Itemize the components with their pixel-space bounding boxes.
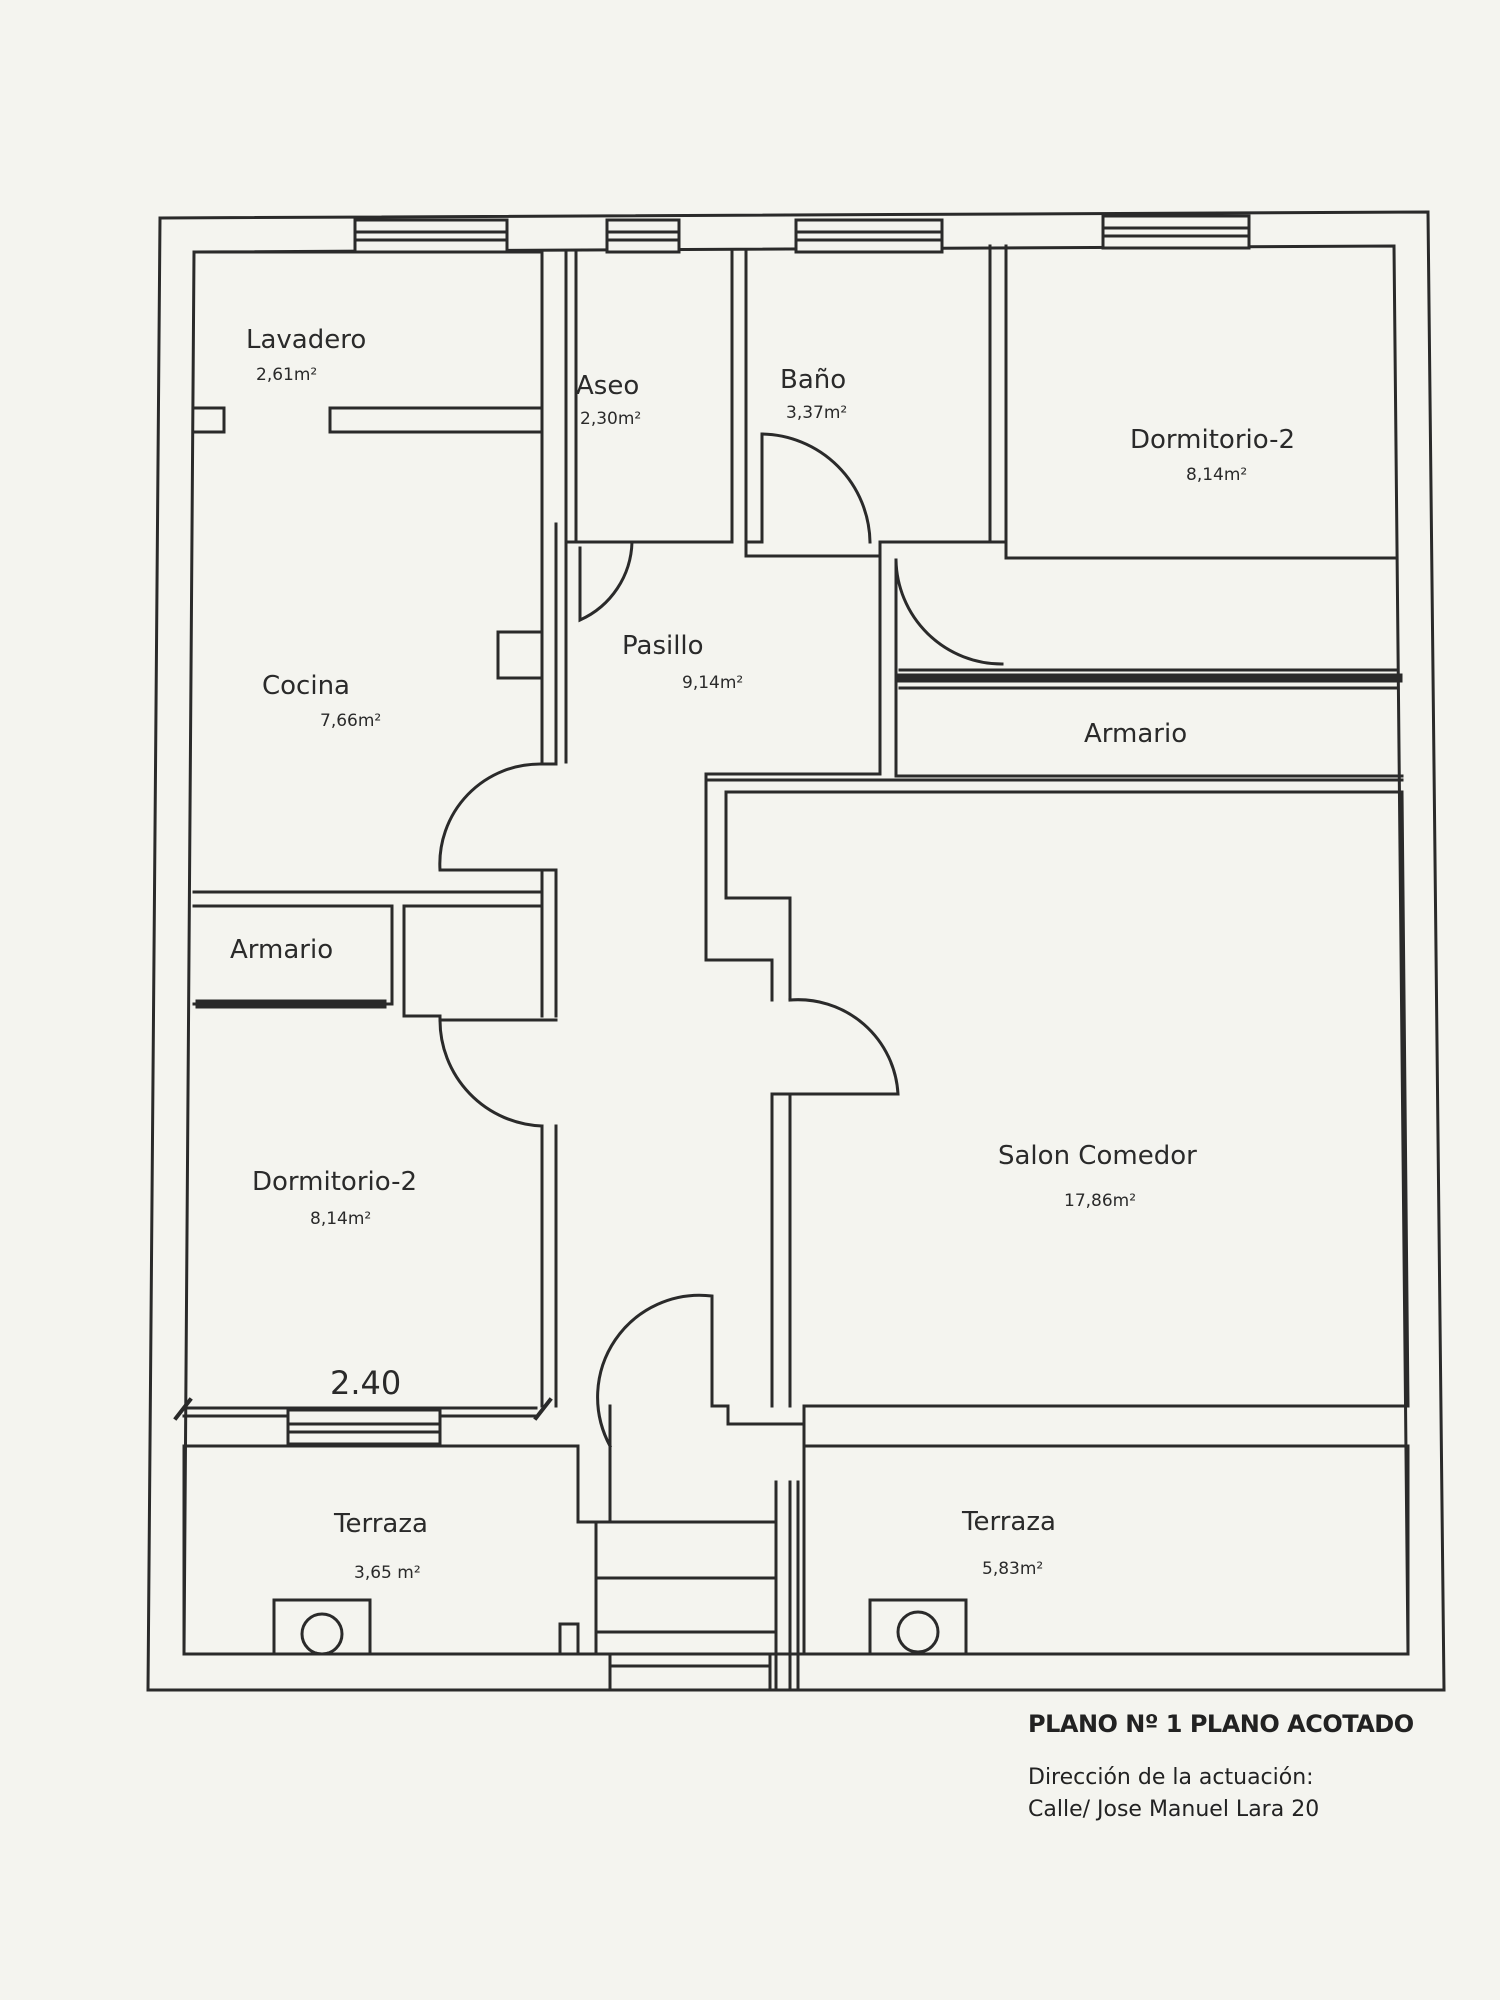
salon-area: 17,86m² — [1064, 1191, 1136, 1211]
dormitorio-ne-door — [894, 558, 1004, 666]
aseo-walls — [564, 250, 734, 764]
terraza-e-walls — [802, 1404, 1410, 1656]
lavadero-area: 2,61m² — [256, 365, 317, 385]
aseo-label: Aseo — [576, 371, 639, 401]
dormitorio-sw-door — [438, 1018, 544, 1128]
dimension-ticks — [173, 1397, 553, 1421]
terraza-e-area: 5,83m² — [982, 1559, 1043, 1579]
dormitorio-ne-label: Dormitorio-2 — [1130, 425, 1295, 455]
entry-threshold — [586, 1652, 772, 1692]
cocina-stub — [496, 630, 544, 680]
dimension-label: 2.40 — [330, 1364, 401, 1402]
window-aseo — [605, 218, 681, 254]
dormitorio-sw-area: 8,14m² — [310, 1209, 371, 1229]
title-block: PLANO Nº 1 PLANO ACOTADO Dirección de la… — [1028, 1710, 1414, 1826]
address-heading: Dirección de la actuación: — [1028, 1765, 1314, 1790]
address-line: Calle/ Jose Manuel Lara 20 — [1028, 1797, 1320, 1822]
bano-area: 3,37m² — [786, 403, 847, 423]
salon-walls — [704, 778, 1410, 1408]
terraza-w-area: 3,65 m² — [354, 1563, 421, 1583]
pasillo-west-wall — [540, 890, 558, 1408]
salon-label: Salon Comedor — [998, 1141, 1197, 1171]
dormitorio-ne-walls — [704, 244, 1404, 782]
window-dormitorio-sw — [286, 1408, 442, 1446]
cocina-label: Cocina — [262, 671, 350, 701]
terraza-e-drain — [896, 1610, 940, 1654]
bano-label: Baño — [780, 365, 846, 395]
stairs — [594, 1444, 800, 1692]
terraza-w-label: Terraza — [333, 1509, 428, 1539]
aseo-area: 2,30m² — [580, 409, 641, 429]
lavadero-label: Lavadero — [246, 325, 366, 355]
salon-lower-wall — [770, 1092, 792, 1408]
dormitorio-ne-area: 8,14m² — [1186, 465, 1247, 485]
cocina-door — [438, 762, 544, 872]
window-bano — [794, 218, 944, 254]
bano-door — [760, 432, 872, 544]
armario-w-label: Armario — [230, 935, 333, 965]
armario-ne-label: Armario — [1084, 719, 1187, 749]
terraza-e-label: Terraza — [961, 1507, 1056, 1537]
window-dormitorio-ne — [1101, 214, 1251, 250]
plan-title: PLANO Nº 1 PLANO ACOTADO — [1028, 1710, 1414, 1738]
pasillo-area: 9,14m² — [682, 673, 743, 693]
dormitorio-sw-label: Dormitorio-2 — [252, 1167, 417, 1197]
pasillo-label: Pasillo — [622, 631, 704, 661]
window-lavadero — [353, 218, 509, 254]
entry-door — [596, 1293, 806, 1449]
outer-wall-outer — [146, 210, 1446, 1692]
cocina-area: 7,66m² — [320, 711, 381, 731]
aseo-door — [578, 540, 634, 623]
salon-door — [770, 998, 900, 1096]
bano-walls — [744, 244, 1008, 558]
cocina-door-jamb — [540, 522, 558, 894]
terraza-w-drain — [300, 1612, 344, 1656]
armario-ne-walls — [898, 668, 1400, 690]
terraza-w-walls — [182, 1444, 598, 1656]
